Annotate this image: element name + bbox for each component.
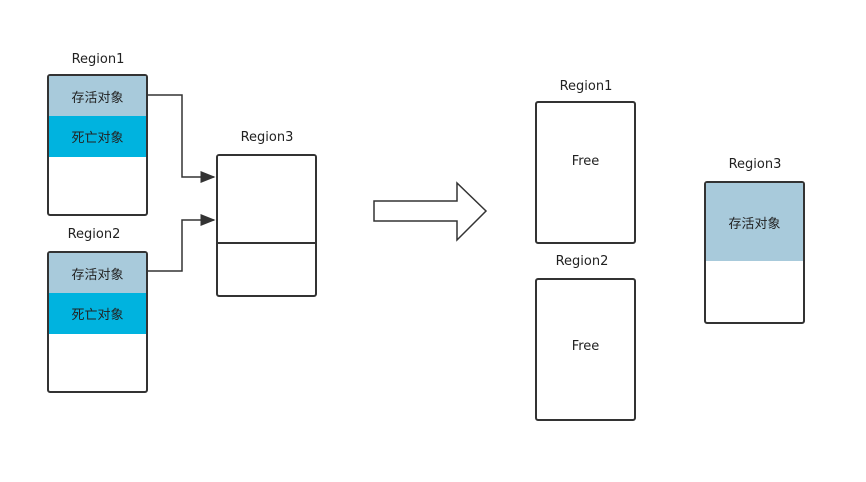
after-region1-title: Region1 <box>559 79 613 94</box>
after-region3-title: Region3 <box>728 157 782 172</box>
after-region3-live-segment: 存活对象 <box>706 183 803 261</box>
before-region1-live-label: 存活对象 <box>71 90 124 106</box>
after-region1-free-label: Free <box>571 154 600 169</box>
connector-region1-to-region3 <box>148 94 216 183</box>
before-region2-live-label: 存活对象 <box>71 267 124 283</box>
after-region3-live-label: 存活对象 <box>728 216 781 232</box>
before-region3-slot-2 <box>218 199 315 244</box>
connector-region2-to-region3 <box>148 214 216 272</box>
after-region2-free-label: Free <box>571 339 600 354</box>
before-region1-dead-segment: 死亡对象 <box>49 116 146 157</box>
transition-arrow <box>373 181 488 242</box>
before-region1-dead-label: 死亡对象 <box>71 131 124 146</box>
before-region1-box: 存活对象 死亡对象 <box>47 74 148 216</box>
before-region3-slot-1 <box>218 156 315 201</box>
after-region1-box: Free <box>535 101 636 244</box>
before-region3-box <box>216 154 317 297</box>
before-region2-box: 存活对象 死亡对象 <box>47 251 148 393</box>
before-region3-title: Region3 <box>240 130 294 145</box>
after-region2-title: Region2 <box>555 254 609 269</box>
before-region1-live-segment: 存活对象 <box>49 76 146 116</box>
after-region3-box: 存活对象 <box>704 181 805 324</box>
after-region2-box: Free <box>535 278 636 421</box>
before-region2-live-segment: 存活对象 <box>49 253 146 293</box>
before-region1-title: Region1 <box>71 52 125 67</box>
before-region2-title: Region2 <box>67 227 121 242</box>
before-region2-dead-segment: 死亡对象 <box>49 293 146 334</box>
before-region2-dead-label: 死亡对象 <box>71 308 124 323</box>
